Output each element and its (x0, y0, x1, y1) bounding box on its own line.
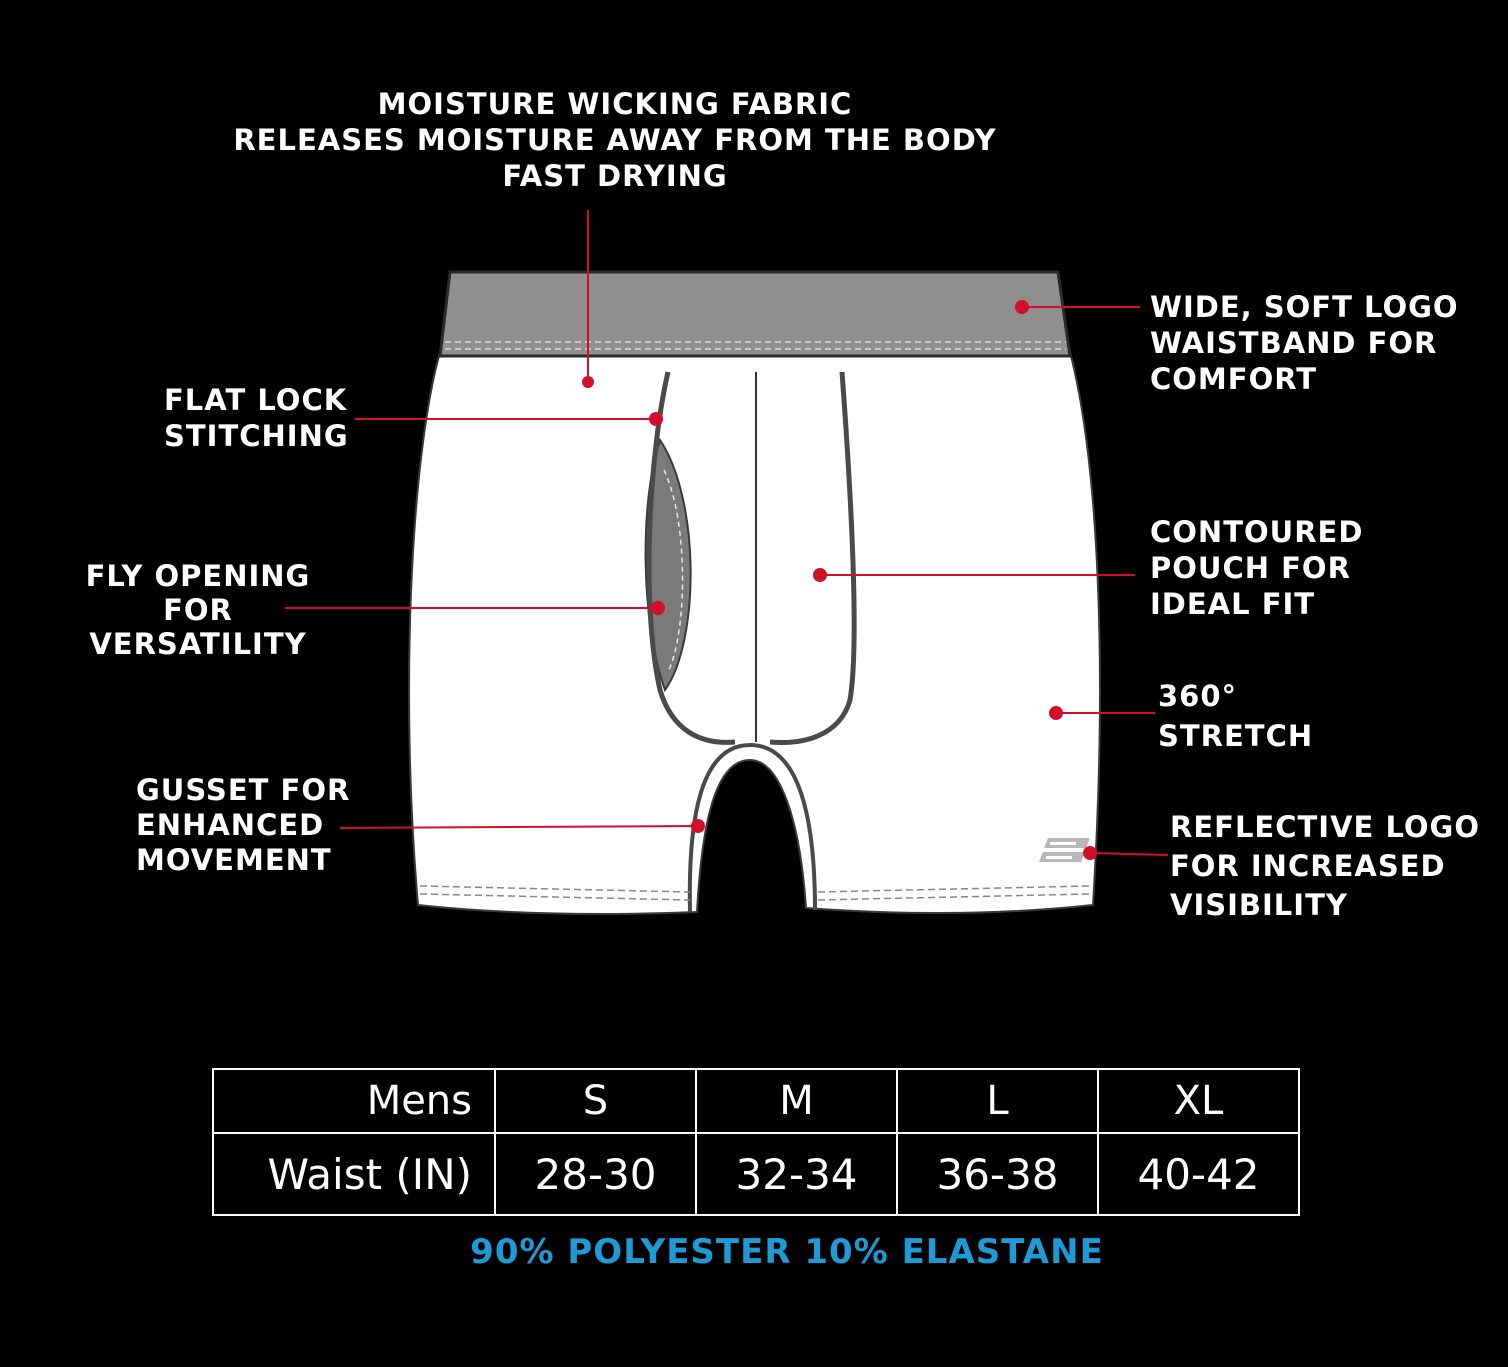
pouch-callout-line-1: CONTOURED (1150, 515, 1364, 549)
fly-callout-dot (651, 601, 665, 615)
fly-callout-line-3: VERSATILITY (89, 627, 307, 661)
pouch-callout-line-3: IDEAL FIT (1150, 587, 1316, 621)
gusset-callout: GUSSET FOR ENHANCED MOVEMENT (136, 773, 350, 878)
size-table-cell: 36-38 (896, 1132, 1099, 1216)
fly-opening-stitch (663, 469, 684, 673)
size-table-header-label: Mens (212, 1068, 496, 1134)
size-table: Mens S M L XL Waist (IN) 28-30 32-34 36-… (212, 1068, 1300, 1216)
gusset-callout-dot (691, 819, 705, 833)
pouch-callout-dot (813, 568, 827, 582)
size-table-cell: 28-30 (494, 1132, 697, 1216)
gusset-seam (687, 742, 817, 913)
moisture-callout-dot (582, 376, 594, 388)
size-table-row-label: Waist (IN) (212, 1132, 496, 1216)
flatlock-callout-line-1: FLAT LOCK (164, 383, 348, 417)
pouch-seam-left (646, 371, 736, 745)
fly-opening (644, 437, 692, 693)
reflective-callout-line-1: REFLECTIVE LOGO (1170, 810, 1480, 844)
fabric-composition: 90% POLYESTER 10% ELASTANE (470, 1232, 1104, 1272)
reflective-callout: REFLECTIVE LOGO FOR INCREASED VISIBILITY (1170, 808, 1480, 925)
waistband-callout: WIDE, SOFT LOGO WAISTBAND FOR COMFORT (1150, 289, 1459, 397)
flatlock-callout-dot (649, 412, 663, 426)
flatlock-callout: FLAT LOCK STITCHING (164, 382, 349, 454)
reflective-logo-icon (1039, 838, 1090, 862)
gusset-callout-line (339, 825, 699, 829)
fly-callout-line-2: FOR (163, 593, 233, 627)
stretch-callout-dot (1049, 706, 1063, 720)
moisture-callout: MOISTURE WICKING FABRIC RELEASES MOISTUR… (210, 86, 1020, 194)
size-table-header-cell: M (695, 1068, 898, 1134)
gusset-callout-line-1: GUSSET FOR (136, 773, 351, 807)
stretch-callout-line-1: 360° (1158, 679, 1238, 713)
reflective-callout-line-2: FOR INCREASED (1170, 849, 1446, 883)
gusset-callout-line-2: ENHANCED (136, 808, 325, 842)
fly-callout-line-1: FLY OPENING (85, 559, 311, 593)
pouch-seam-right (769, 371, 857, 745)
right-hem-stitch-1 (817, 885, 1091, 893)
waistband-callout-line-2: WAISTBAND FOR (1150, 326, 1438, 360)
moisture-callout-line-1: MOISTURE WICKING FABRIC (377, 87, 853, 121)
size-table-cell: 40-42 (1097, 1132, 1300, 1216)
stretch-callout: 360° STRETCH (1158, 676, 1313, 756)
stretch-callout-line-2: STRETCH (1158, 719, 1314, 753)
moisture-callout-line-3: FAST DRYING (502, 159, 728, 193)
waistband (438, 270, 1072, 358)
size-table-cell: 32-34 (695, 1132, 898, 1216)
garment-body (408, 351, 1101, 915)
pouch-callout-line-2: POUCH FOR (1150, 551, 1351, 585)
reflective-callout-line-3: VISIBILITY (1170, 888, 1348, 922)
waistband-callout-line-1: WIDE, SOFT LOGO (1150, 290, 1459, 324)
size-table-header-cell: L (896, 1068, 1099, 1134)
waistband-callout-dot (1015, 300, 1029, 314)
waistband-callout-line-3: COMFORT (1150, 362, 1318, 396)
moisture-callout-line-2: RELEASES MOISTURE AWAY FROM THE BODY (233, 123, 997, 157)
reflective-callout-line (1089, 852, 1169, 856)
size-table-header-row: Mens S M L XL (212, 1068, 1300, 1134)
size-table-header-cell: XL (1097, 1068, 1300, 1134)
flatlock-callout-line-2: STITCHING (164, 419, 349, 453)
left-hem-stitch-1 (419, 885, 691, 893)
reflective-callout-dot (1083, 846, 1097, 860)
size-table-waist-row: Waist (IN) 28-30 32-34 36-38 40-42 (212, 1132, 1300, 1216)
pouch-callout: CONTOURED POUCH FOR IDEAL FIT (1150, 514, 1363, 622)
left-hem-stitch-2 (419, 893, 691, 901)
gusset-callout-line-3: MOVEMENT (136, 843, 332, 877)
right-hem-stitch-2 (817, 893, 1091, 901)
fly-callout: FLY OPENING FOR VERSATILITY (78, 559, 318, 661)
size-table-header-cell: S (494, 1068, 697, 1134)
